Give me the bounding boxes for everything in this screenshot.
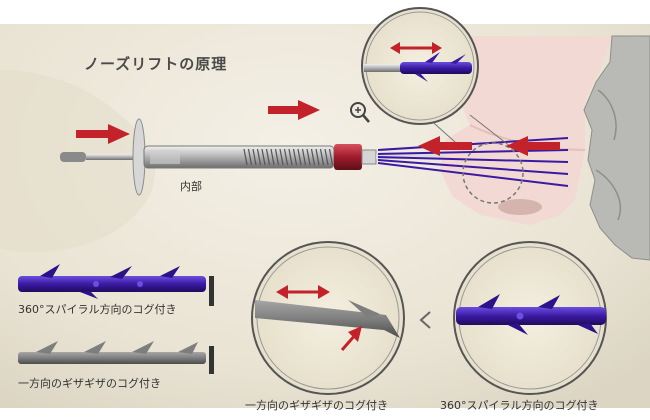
top-white-band — [0, 0, 650, 24]
plunger-rod — [86, 154, 136, 160]
left-chevron-icon — [419, 311, 431, 329]
magnified-thread — [400, 62, 472, 74]
oneway-cog-label-center: 一方向のギザギザのコグ付き — [245, 399, 388, 412]
spiral-cog-label-left: 360°スパイラル方向のコグ付き — [18, 303, 177, 316]
top-magnified-view — [361, 7, 479, 125]
syringe-spring — [243, 148, 334, 166]
magnify-target-circle — [462, 142, 524, 204]
spring-coil — [297, 148, 302, 166]
spring-coil — [256, 148, 262, 166]
spring-coil — [252, 148, 257, 166]
spring-coil — [265, 148, 271, 166]
needle-collar — [361, 149, 377, 165]
spring-coil — [243, 148, 248, 166]
spring-coil — [324, 148, 329, 166]
spring-coil — [306, 148, 311, 166]
needle-hub — [334, 144, 362, 170]
spiral-sample-end-bar — [209, 276, 214, 306]
spring-coil — [301, 148, 307, 166]
plunger-head — [60, 152, 86, 162]
spring-coil — [274, 148, 280, 166]
finger-flange — [132, 118, 146, 196]
oneway-cog-label-left: 一方向のギザギザのコグ付き — [18, 377, 161, 390]
spring-coil — [283, 148, 289, 166]
spring-coil — [319, 148, 325, 166]
pull-arrow-right — [506, 136, 560, 156]
spring-coil — [247, 148, 253, 166]
spring-coil — [292, 148, 298, 166]
bone-detail — [595, 89, 622, 221]
oneway-detail-cog — [348, 300, 380, 318]
bottom-white-band — [0, 408, 650, 420]
spring-coil — [261, 148, 266, 166]
spiral-cog-label-right: 360°スパイラル方向のコグ付き — [440, 399, 599, 412]
spiral-detail-thread — [456, 307, 606, 325]
spring-coil — [279, 148, 284, 166]
inner-label: 内部 — [180, 180, 202, 193]
push-arrow-left — [76, 124, 130, 144]
fan-thread — [377, 159, 569, 175]
oneway-detail-view — [251, 241, 405, 395]
barrel-highlight — [150, 150, 180, 164]
spring-coil — [310, 148, 316, 166]
callout-line-right — [469, 114, 516, 151]
zoom-in-icon — [350, 102, 370, 123]
syringe — [60, 118, 444, 196]
spring-coil — [315, 148, 320, 166]
fan-thread — [377, 149, 569, 155]
spring-coil — [288, 148, 293, 166]
spiral-detail-view — [453, 241, 607, 395]
magnified-needle — [364, 64, 402, 72]
fan-thread — [377, 156, 569, 163]
fan-thread — [377, 162, 569, 187]
spring-coil — [328, 148, 334, 166]
oneway-detail-thread — [255, 300, 400, 338]
spiral-thread-sample — [18, 264, 214, 306]
needle — [376, 154, 444, 159]
push-arrow-middle — [268, 100, 320, 120]
diagram-title: ノーズリフトの原理 — [84, 55, 228, 73]
oneway-thread-sample — [18, 341, 214, 374]
fan-thread — [377, 137, 569, 151]
nostril-shadow — [498, 199, 542, 215]
pull-arrow-center — [418, 136, 472, 156]
oneway-sample-end-bar — [209, 346, 214, 374]
spring-coil — [270, 148, 275, 166]
inserted-threads — [377, 137, 569, 187]
